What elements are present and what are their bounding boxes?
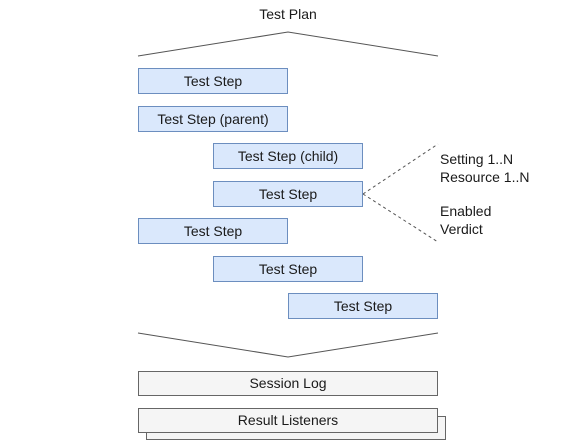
test-step-parent[interactable]: Test Step (parent) — [138, 106, 288, 132]
result-listeners-box[interactable]: Result Listeners — [138, 408, 438, 433]
enabled-label: Enabled — [440, 203, 492, 219]
step-properties-upper: Setting 1..N Resource 1..N — [440, 150, 529, 186]
step-properties-lower: Enabled Verdict — [440, 202, 491, 238]
test-step-child[interactable]: Test Step (child) — [213, 143, 363, 169]
session-log-box[interactable]: Session Log — [138, 371, 438, 396]
callout-line-upper — [362, 143, 439, 195]
test-step-5[interactable]: Test Step — [138, 218, 288, 244]
test-step-1[interactable]: Test Step — [138, 68, 288, 94]
plan-bottom-bracket — [137, 332, 439, 358]
test-step-6[interactable]: Test Step — [213, 256, 363, 282]
plan-title: Test Plan — [259, 6, 317, 22]
setting-label: Setting 1..N — [440, 151, 514, 167]
test-step-7[interactable]: Test Step — [288, 293, 438, 319]
plan-top-bracket — [137, 31, 439, 57]
verdict-label: Verdict — [440, 221, 483, 237]
test-step-detailed[interactable]: Test Step — [213, 181, 363, 207]
callout-line-lower — [362, 193, 439, 243]
resource-label: Resource 1..N — [440, 169, 530, 185]
